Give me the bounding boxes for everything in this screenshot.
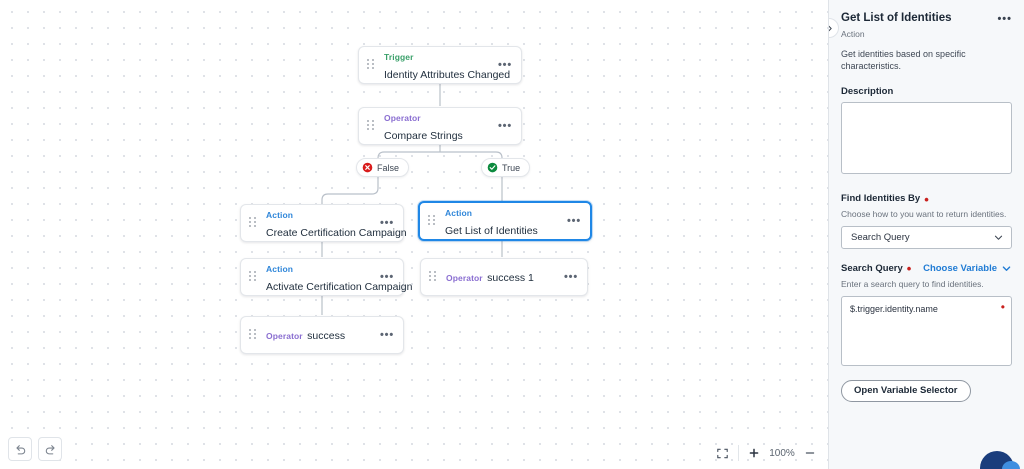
- node-menu-icon[interactable]: •••: [380, 270, 394, 283]
- node-create-certification-campaign[interactable]: Action Create Certification Campaign •••: [240, 204, 407, 242]
- find-identities-by-label: Find Identities By •: [841, 191, 929, 207]
- node-menu-icon[interactable]: •••: [498, 58, 512, 71]
- panel-header-text: Get List of Identities Action: [841, 12, 952, 39]
- workflow-canvas[interactable]: Trigger Identity Attributes Changed ••• …: [0, 0, 828, 469]
- node-kind-label: Operator: [446, 272, 483, 283]
- node-title: Get List of Identities: [445, 225, 538, 237]
- chevron-right-icon: [829, 25, 832, 31]
- chevron-down-icon: [1002, 266, 1011, 271]
- node-title: success: [307, 329, 346, 342]
- description-input[interactable]: [841, 102, 1012, 175]
- node-menu-icon[interactable]: •••: [564, 270, 578, 283]
- node-trigger[interactable]: Trigger Identity Attributes Changed •••: [358, 46, 522, 84]
- node-text: Operator success: [266, 326, 374, 344]
- drag-handle-icon[interactable]: [367, 120, 376, 132]
- node-text: Trigger Identity Attributes Changed: [384, 47, 510, 84]
- node-title: Identity Attributes Changed: [384, 69, 511, 81]
- node-menu-icon[interactable]: •••: [380, 328, 394, 341]
- drag-handle-icon[interactable]: [367, 59, 376, 71]
- search-query-wrapper: •: [841, 295, 1012, 371]
- node-title: Compare Strings: [384, 130, 463, 142]
- node-kind-label: Action: [445, 207, 473, 218]
- drag-handle-icon[interactable]: [428, 215, 437, 227]
- branch-label: True: [502, 162, 521, 173]
- help-chat-widget[interactable]: [980, 451, 1020, 469]
- node-kind-label: Operator: [384, 112, 421, 123]
- node-get-list-of-identities[interactable]: Action Get List of Identities •••: [418, 201, 592, 241]
- chevron-down-icon: [994, 235, 1003, 240]
- fit-to-screen-button[interactable]: [716, 447, 729, 460]
- node-title: success 1: [487, 271, 534, 284]
- panel-title: Get List of Identities: [841, 12, 952, 24]
- node-text: Action Get List of Identities: [445, 203, 561, 240]
- node-kind-label: Trigger: [384, 51, 414, 62]
- node-text: Action Activate Certification Campaign: [266, 259, 412, 296]
- node-text: Operator Compare Strings: [384, 108, 492, 145]
- zoom-level-label: 100%: [769, 447, 795, 459]
- panel-subtitle: Action: [841, 28, 865, 39]
- search-query-label: Search Query •: [841, 261, 912, 277]
- drag-handle-icon[interactable]: [249, 271, 258, 283]
- node-success[interactable]: Operator success •••: [240, 316, 404, 354]
- drag-handle-icon[interactable]: [429, 271, 438, 283]
- node-menu-icon[interactable]: •••: [567, 214, 581, 227]
- search-query-input[interactable]: [841, 295, 1012, 366]
- fit-to-screen-icon: [717, 448, 728, 458]
- toolbar-divider: [738, 445, 739, 461]
- undo-icon: [15, 444, 25, 454]
- find-identities-by-label-text: Find Identities By: [841, 193, 921, 205]
- node-title: Activate Certification Campaign: [266, 281, 413, 293]
- drag-handle-icon[interactable]: [249, 329, 258, 341]
- node-compare-strings[interactable]: Operator Compare Strings •••: [358, 107, 522, 145]
- undo-button[interactable]: [8, 437, 32, 461]
- plus-icon: [749, 448, 759, 458]
- select-selected-value: Search Query: [851, 231, 910, 243]
- panel-description-text: Get identities based on specific charact…: [841, 48, 966, 71]
- node-success-1[interactable]: Operator success 1 •••: [420, 258, 588, 296]
- canvas-zoom-toolbar: 100%: [716, 445, 816, 461]
- panel-header: Get List of Identities Action •••: [841, 12, 1012, 39]
- node-text: Operator success 1: [446, 268, 558, 286]
- choose-variable-link[interactable]: Choose Variable: [923, 263, 1012, 274]
- minus-icon: [805, 452, 815, 454]
- check-circle-icon: [487, 162, 498, 173]
- canvas-history-toolbar: [8, 437, 62, 461]
- node-text: Action Create Certification Campaign: [266, 205, 407, 242]
- choose-variable-label: Choose Variable: [923, 262, 997, 274]
- redo-icon: [45, 444, 55, 454]
- description-label-text: Description: [841, 86, 894, 98]
- node-kind-label: Action: [266, 209, 294, 220]
- zoom-out-button[interactable]: [804, 447, 816, 459]
- node-kind-label: Operator: [266, 330, 303, 341]
- node-kind-label: Action: [266, 263, 294, 274]
- branch-label: False: [377, 162, 400, 173]
- required-marker: •: [1000, 299, 1005, 314]
- panel-menu-icon[interactable]: •••: [997, 13, 1012, 25]
- open-variable-selector-button[interactable]: Open Variable Selector: [841, 379, 971, 402]
- node-menu-icon[interactable]: •••: [498, 119, 512, 132]
- search-query-label-text: Search Query: [841, 262, 903, 274]
- node-title: Create Certification Campaign: [266, 227, 407, 239]
- error-circle-icon: [362, 162, 373, 173]
- drag-handle-icon[interactable]: [249, 217, 258, 229]
- find-identities-by-select[interactable]: Search Query: [841, 225, 1012, 249]
- redo-button[interactable]: [38, 437, 62, 461]
- node-activate-certification-campaign[interactable]: Action Activate Certification Campaign •…: [240, 258, 412, 296]
- panel-collapse-toggle[interactable]: [829, 18, 839, 38]
- branch-badge-false[interactable]: False: [356, 158, 410, 177]
- search-query-hint: Enter a search query to find identities.: [841, 278, 984, 289]
- find-identities-by-hint: Choose how to you want to return identit…: [841, 209, 1007, 220]
- zoom-in-button[interactable]: [748, 447, 760, 459]
- node-menu-icon[interactable]: •••: [380, 216, 394, 229]
- search-query-header: Search Query • Choose Variable: [841, 261, 1012, 277]
- branch-badge-true[interactable]: True: [481, 158, 531, 177]
- description-field-label: Description: [841, 86, 1012, 97]
- step-details-panel: Get List of Identities Action ••• Get id…: [828, 0, 1024, 469]
